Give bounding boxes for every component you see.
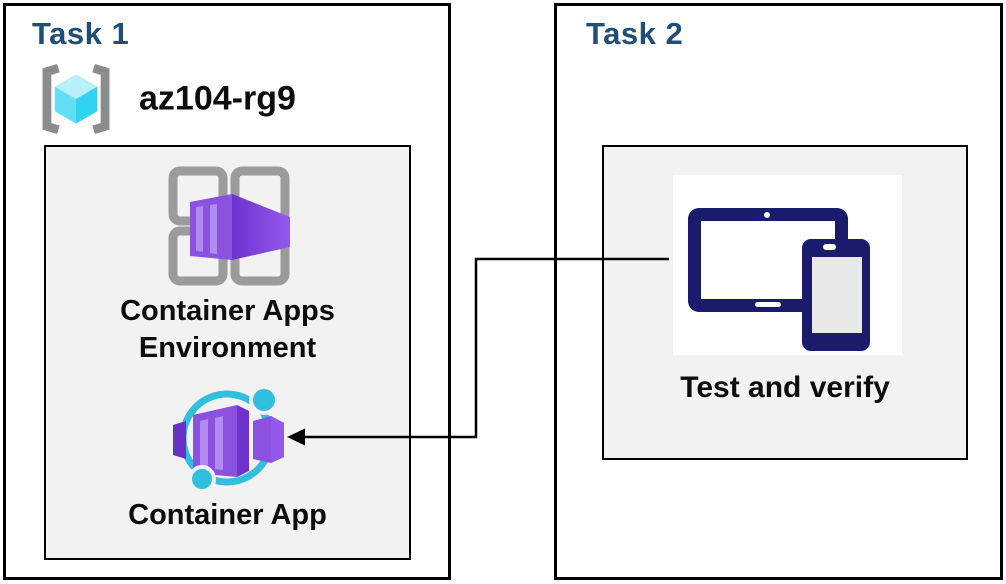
- devices-icon: [673, 208, 902, 359]
- resource-group-row: az104-rg9: [33, 58, 433, 140]
- task1-box: Task 1 az104-rg9: [3, 3, 451, 580]
- test-and-verify-label: Test and verify: [680, 371, 890, 404]
- task2-title: Task 2: [586, 16, 684, 51]
- resource-group-icon: [33, 62, 119, 141]
- container-app-label: Container App: [128, 499, 327, 531]
- container-apps-environment-icon: [167, 165, 291, 292]
- task1-panel: Container Apps Environment Container App: [44, 145, 411, 560]
- container-apps-environment-label: Container Apps Environment: [120, 295, 335, 364]
- resource-group-name: az104-rg9: [139, 79, 296, 118]
- task2-panel: Test and verify: [602, 145, 968, 460]
- container-app-icon: [169, 383, 287, 496]
- task2-box: Task 2 Test and verify: [554, 3, 1003, 580]
- task1-title: Task 1: [32, 16, 130, 51]
- device-card: [673, 175, 902, 355]
